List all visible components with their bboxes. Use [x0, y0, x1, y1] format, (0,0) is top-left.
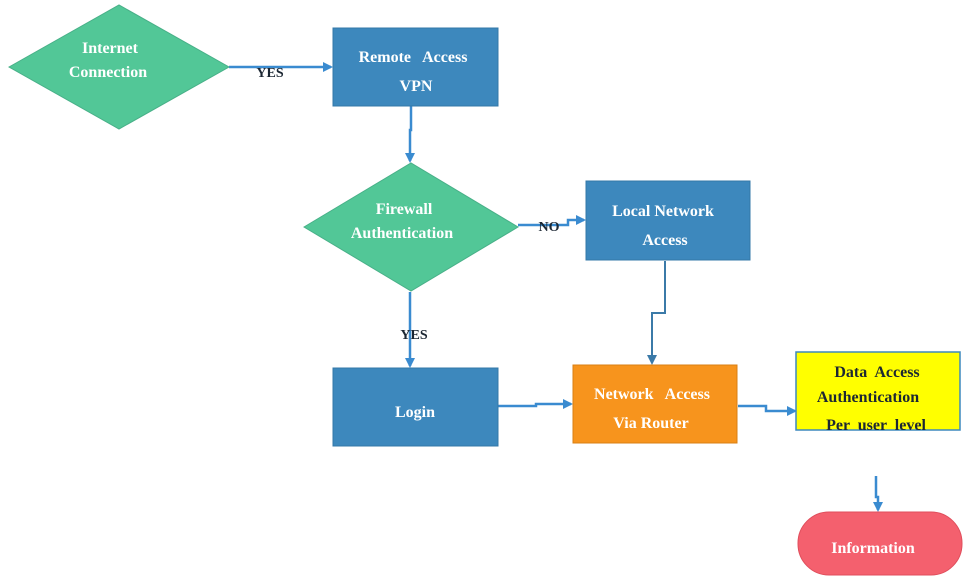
data-access-authentication-label-line3: Per user level — [826, 417, 926, 434]
login-shape — [332, 367, 499, 447]
login-label: Login — [395, 404, 435, 421]
edge-login-to-router — [498, 399, 573, 409]
network-access-router-shape — [572, 364, 738, 444]
information-label: Information — [831, 540, 915, 557]
firewall-authentication-shape — [303, 162, 519, 292]
remote-access-vpn-label-line2: VPN — [400, 78, 433, 95]
network-access-router-label-line2: Via Router — [613, 415, 688, 432]
local-network-access-label-line1: Local Network — [612, 203, 714, 220]
data-access-authentication-label-line2: Authentication — [817, 389, 919, 406]
data-access-authentication-label-line1: Data Access — [834, 364, 919, 381]
edge-data-access-to-information — [873, 476, 883, 512]
information-shape — [797, 511, 963, 576]
internet-connection-shape — [7, 4, 231, 130]
local-network-access-node: Local Network Access — [585, 180, 751, 261]
edge-label-yes-firewall: YES — [400, 328, 427, 343]
data-access-authentication-shape — [795, 351, 961, 431]
edge-firewall-to-local — [518, 215, 586, 227]
edge-local-to-router — [647, 261, 666, 365]
firewall-authentication-label-line1: Firewall — [376, 201, 433, 218]
remote-access-vpn-label-line1: Remote Access — [359, 49, 468, 66]
internet-connection-label-line1: Internet — [82, 40, 139, 57]
edge-vpn-to-firewall — [405, 106, 415, 163]
firewall-authentication-decision: Firewall Authentication — [303, 162, 519, 292]
data-access-authentication-node: Data Access Authentication Per user leve… — [795, 351, 961, 434]
remote-access-vpn-node: Remote Access VPN — [332, 27, 499, 107]
internet-connection-label-line2: Connection — [69, 64, 147, 81]
edge-label-no-firewall: NO — [539, 220, 560, 235]
internet-connection-decision: Internet Connection — [7, 4, 231, 130]
network-access-router-node: Network Access Via Router — [572, 364, 738, 444]
login-node: Login — [332, 367, 499, 447]
local-network-access-label-line2: Access — [642, 232, 687, 249]
local-network-access-shape — [585, 180, 751, 261]
information-terminal: Information — [797, 511, 963, 576]
remote-access-vpn-shape — [332, 27, 499, 107]
edge-label-yes-internet: YES — [256, 66, 283, 81]
firewall-authentication-label-line2: Authentication — [351, 225, 453, 242]
network-access-router-label-line1: Network Access — [594, 386, 710, 403]
connectors — [229, 62, 883, 512]
edge-router-to-data-access — [738, 404, 797, 416]
